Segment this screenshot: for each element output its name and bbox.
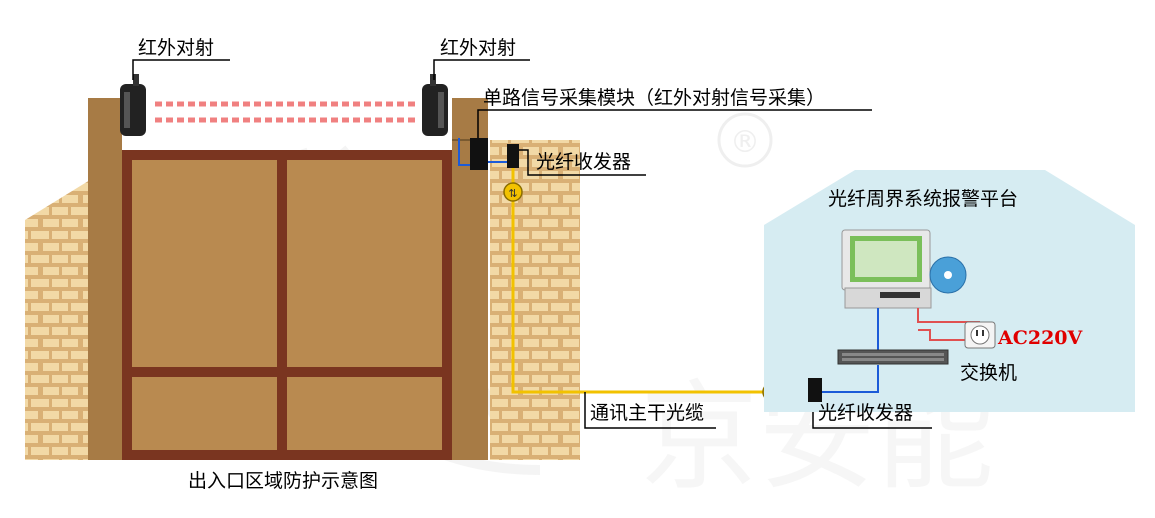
- svg-text:⇅: ⇅: [508, 187, 517, 200]
- module-label: 单路信号采集模块（红外对射信号采集）: [483, 87, 826, 109]
- left-pillar: [88, 98, 122, 460]
- transceiver-top-label: 光纤收发器: [536, 151, 632, 173]
- signal-collection-module: [458, 138, 507, 170]
- gate-structure: [25, 98, 580, 460]
- platform-title: 光纤周界系统报警平台: [828, 188, 1019, 210]
- diagram-caption: 出入口区域防护示意图: [188, 470, 379, 492]
- switch-label: 交换机: [960, 362, 1018, 384]
- ir-label-right: 红外对射: [440, 37, 517, 59]
- computer: [841, 229, 967, 309]
- ir-sensor-right: [422, 74, 448, 136]
- transceiver-bottom-label: 光纤收发器: [818, 402, 914, 424]
- power-label: AC220V: [998, 327, 1083, 349]
- fiber-transceiver-top: [507, 144, 519, 168]
- fiber-cable: [511, 168, 808, 394]
- power-socket: [964, 321, 996, 349]
- trunk-cable-label: 通讯主干光缆: [590, 402, 705, 424]
- ir-beam: [155, 101, 418, 123]
- fiber-connector-top: ⇅: [503, 182, 523, 202]
- network-lines: [822, 308, 980, 393]
- ir-label-left: 红外对射: [138, 37, 215, 59]
- network-switch: [837, 349, 949, 365]
- ir-sensor-left: [120, 74, 146, 136]
- watermark-registered-mark: ®: [730, 125, 760, 160]
- fiber-transceiver-bottom: [808, 378, 822, 402]
